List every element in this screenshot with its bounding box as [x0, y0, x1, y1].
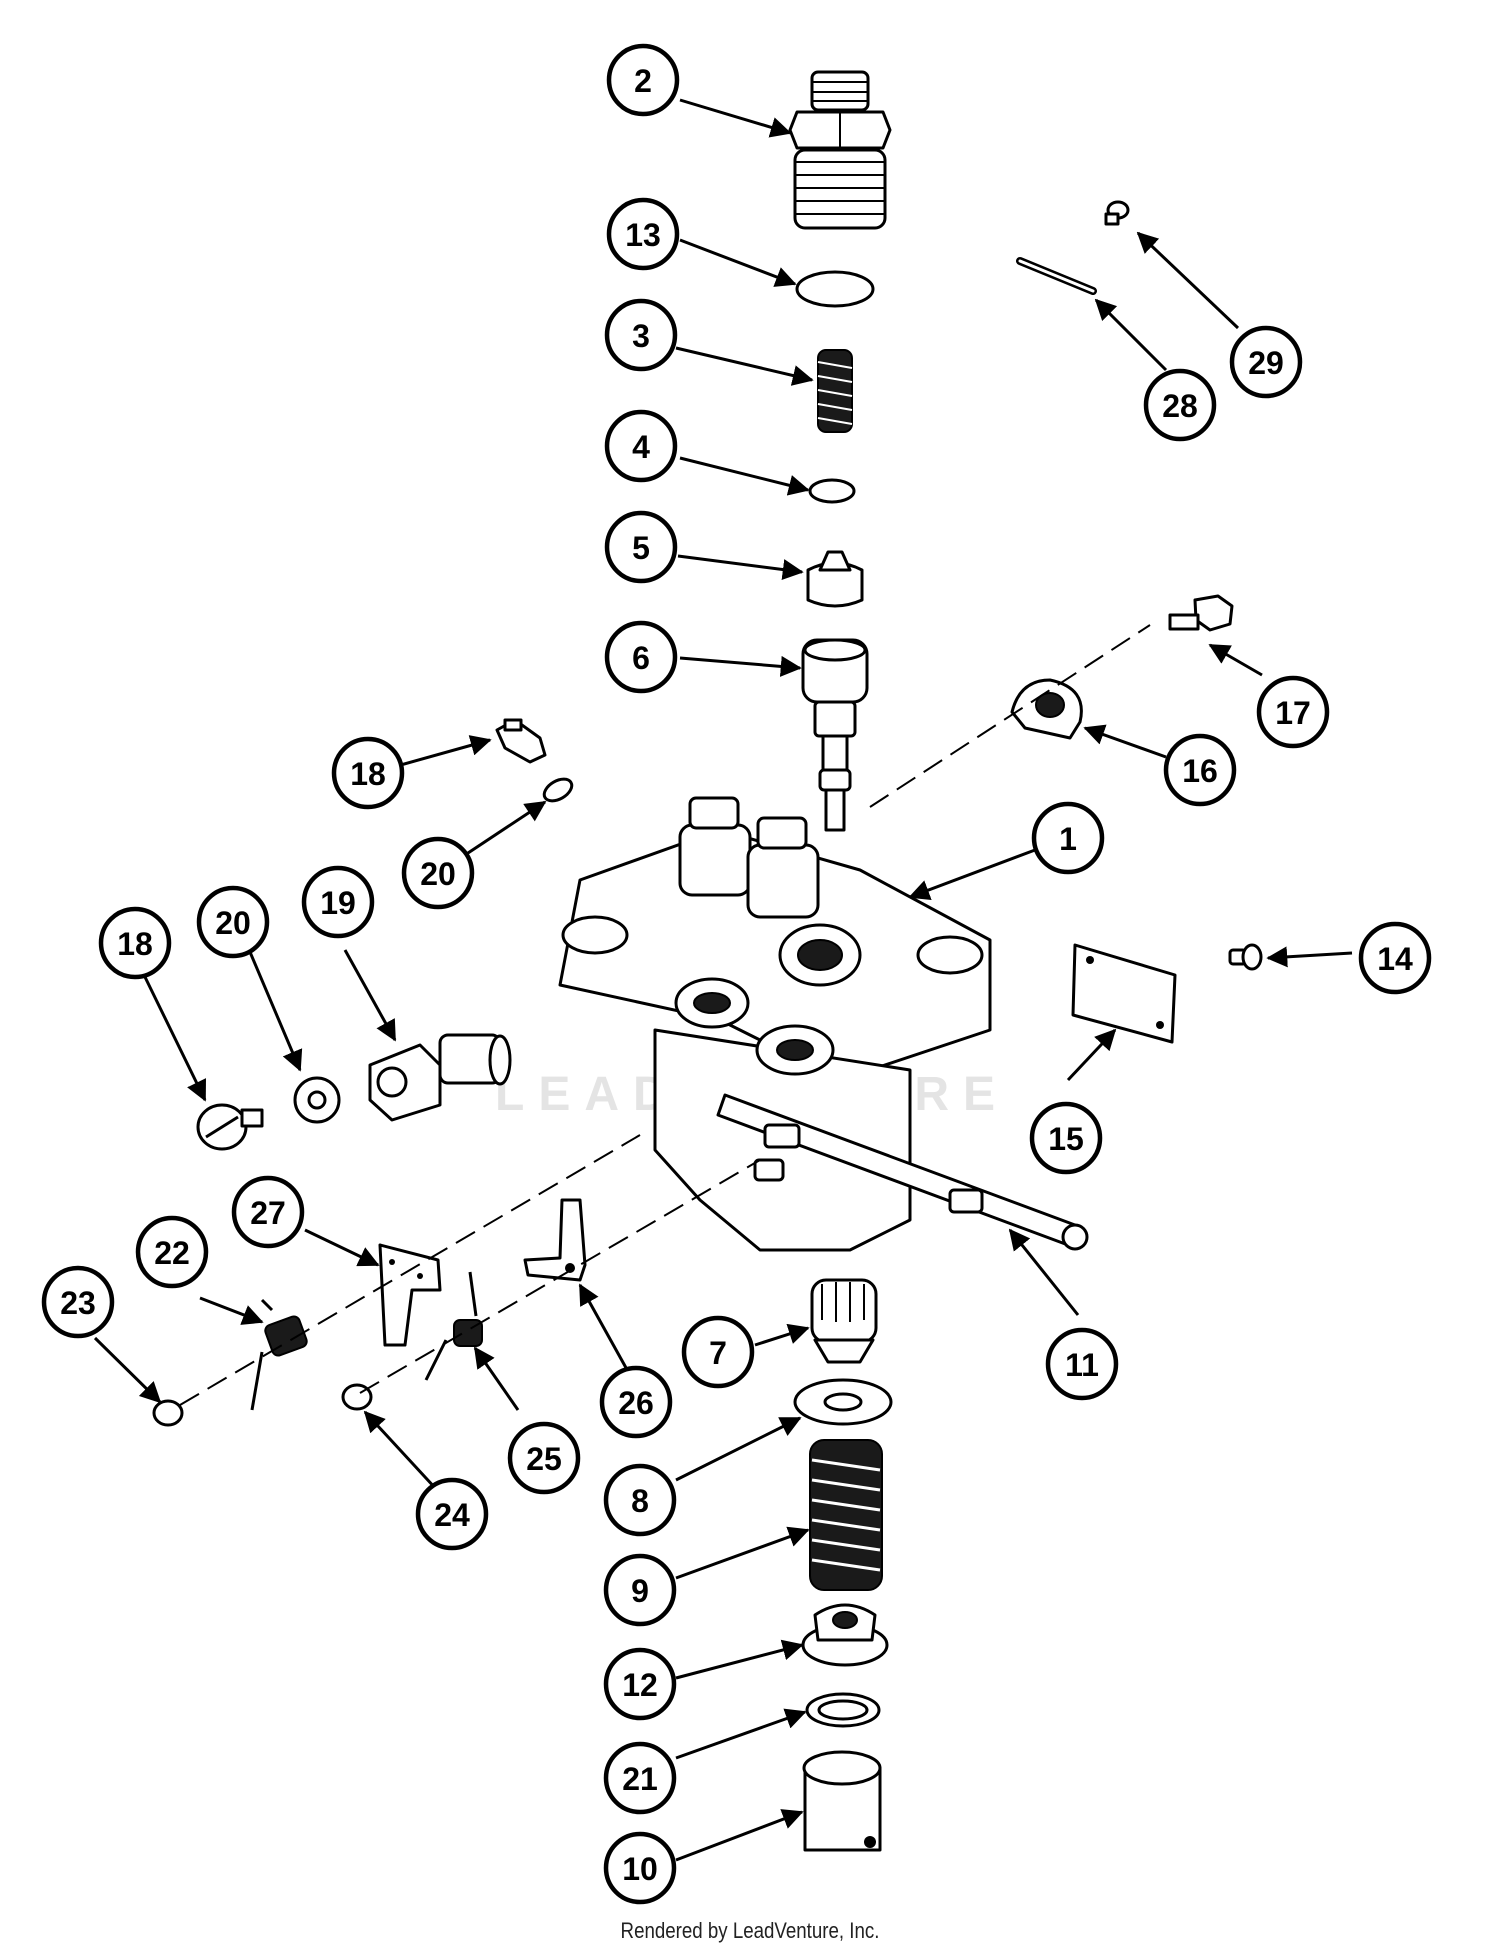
part-bracket-26: [523, 1198, 587, 1282]
svg-text:3: 3: [632, 318, 650, 354]
svg-text:1: 1: [1059, 821, 1077, 857]
part-washer-4: [808, 478, 856, 504]
part-cam-plate-16: [1010, 678, 1083, 740]
leader-arrows: [93, 98, 1353, 1862]
callout-8[interactable]: 8: [603, 1463, 677, 1537]
part-screw-29: [1104, 200, 1130, 226]
callout-20-lower[interactable]: 20: [196, 885, 270, 959]
callout-2[interactable]: 2: [606, 43, 680, 117]
part-control-shaft-11: [716, 1093, 1089, 1251]
part-clip-23: [152, 1399, 184, 1427]
svg-text:7: 7: [709, 1335, 727, 1371]
svg-text:23: 23: [60, 1285, 96, 1321]
callout-23[interactable]: 23: [41, 1265, 115, 1339]
part-delivery-valve: [806, 550, 864, 608]
svg-text:10: 10: [622, 1851, 658, 1887]
svg-text:15: 15: [1048, 1121, 1084, 1157]
svg-text:8: 8: [631, 1483, 649, 1519]
callout-13[interactable]: 13: [606, 197, 680, 271]
callout-7[interactable]: 7: [681, 1315, 755, 1389]
svg-text:18: 18: [350, 756, 386, 792]
callout-17[interactable]: 17: [1256, 675, 1330, 749]
svg-text:9: 9: [631, 1573, 649, 1609]
callout-16[interactable]: 16: [1163, 733, 1237, 807]
callout-18-lower[interactable]: 18: [98, 906, 172, 980]
callout-27[interactable]: 27: [231, 1175, 305, 1249]
svg-text:5: 5: [632, 530, 650, 566]
callout-5[interactable]: 5: [604, 510, 678, 584]
svg-text:29: 29: [1248, 345, 1284, 381]
callout-24[interactable]: 24: [415, 1477, 489, 1551]
part-washer-20-lower: [293, 1076, 341, 1124]
part-valve-spring: [817, 349, 853, 433]
svg-text:26: 26: [618, 1385, 654, 1421]
callout-11[interactable]: 11: [1045, 1327, 1119, 1401]
svg-text:22: 22: [154, 1235, 190, 1271]
part-screw-18-upper: [495, 718, 547, 764]
callout-14[interactable]: 14: [1358, 921, 1432, 995]
svg-text:18: 18: [117, 926, 153, 962]
assembly-lines: [179, 624, 1151, 1406]
part-screw-18-lower: [196, 1103, 264, 1151]
part-washer-8: [793, 1378, 893, 1426]
svg-text:6: 6: [632, 640, 650, 676]
svg-text:24: 24: [434, 1497, 470, 1533]
part-banjo-bolt-19: [368, 1033, 512, 1122]
callout-21[interactable]: 21: [603, 1741, 677, 1815]
part-plunger: [801, 638, 869, 832]
callout-12[interactable]: 12: [603, 1647, 677, 1721]
callout-15[interactable]: 15: [1029, 1101, 1103, 1175]
svg-text:2: 2: [634, 63, 652, 99]
svg-text:20: 20: [215, 905, 251, 941]
callout-18-upper[interactable]: 18: [331, 736, 405, 810]
part-spring-22: [250, 1298, 308, 1411]
svg-text:11: 11: [1065, 1347, 1099, 1383]
svg-text:16: 16: [1182, 753, 1218, 789]
callout-9[interactable]: 9: [603, 1553, 677, 1627]
callout-28[interactable]: 28: [1143, 368, 1217, 442]
part-spring-9: [809, 1439, 883, 1591]
svg-text:4: 4: [632, 429, 650, 465]
part-gear-7: [810, 1278, 878, 1364]
callout-22[interactable]: 22: [135, 1215, 209, 1289]
svg-text:14: 14: [1377, 941, 1413, 977]
callout-29[interactable]: 29: [1229, 325, 1303, 399]
part-delivery-valve-holder: [788, 70, 892, 230]
svg-text:28: 28: [1162, 388, 1198, 424]
part-spring-seat-12: [801, 1603, 889, 1667]
part-tappet-10: [802, 1750, 882, 1852]
part-plate-15: [1071, 943, 1177, 1044]
callout-10[interactable]: 10: [603, 1831, 677, 1905]
footer-credit: Rendered by LeadVenture, Inc.: [620, 1918, 880, 1943]
part-lever-27: [378, 1243, 442, 1347]
svg-text:20: 20: [420, 856, 456, 892]
part-o-ring-13: [795, 270, 875, 308]
svg-text:27: 27: [250, 1195, 286, 1231]
part-bolt-17: [1168, 594, 1234, 632]
callout-19[interactable]: 19: [301, 865, 375, 939]
part-screw-14: [1228, 943, 1263, 971]
callout-20-upper[interactable]: 20: [401, 836, 475, 910]
part-ring-20-upper: [542, 777, 574, 803]
callout-3[interactable]: 3: [604, 298, 678, 372]
callout-4[interactable]: 4: [604, 409, 678, 483]
svg-text:13: 13: [625, 217, 661, 253]
svg-text:12: 12: [622, 1667, 658, 1703]
svg-text:19: 19: [320, 885, 356, 921]
svg-text:17: 17: [1275, 695, 1311, 731]
part-ring-21: [805, 1692, 881, 1728]
callout-1[interactable]: 1: [1031, 801, 1105, 875]
callout-25[interactable]: 25: [507, 1421, 581, 1495]
svg-text:25: 25: [526, 1441, 562, 1477]
callout-6[interactable]: 6: [604, 620, 678, 694]
svg-text:21: 21: [622, 1761, 658, 1797]
callout-26[interactable]: 26: [599, 1365, 673, 1439]
